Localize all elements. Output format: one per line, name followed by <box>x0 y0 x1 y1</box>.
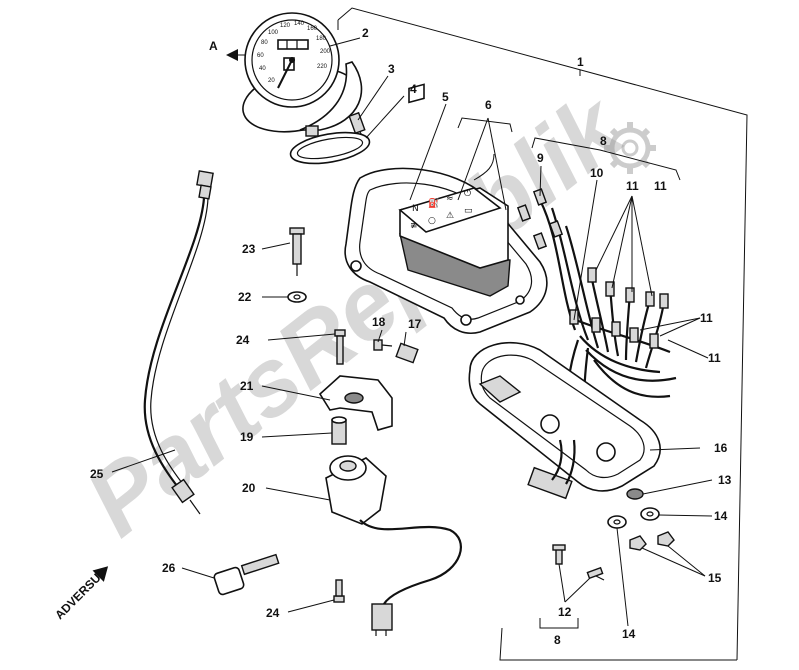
ignition-bracket <box>318 375 393 431</box>
callout-2: 2 <box>362 26 369 40</box>
callout-19: 19 <box>240 430 254 444</box>
neutral-icon: N <box>412 204 419 214</box>
bracket-8-top <box>531 137 681 181</box>
callout-5: 5 <box>442 90 449 104</box>
leader-lines <box>111 37 713 627</box>
callout-8-bottom: 8 <box>554 633 561 647</box>
speedometer-scale: 20 40 60 80 100 120 140 160 180 200 220 <box>257 21 331 84</box>
oil-icon: ≈ <box>446 194 454 204</box>
svg-text:80: 80 <box>261 40 268 46</box>
callout-15: 15 <box>708 571 722 585</box>
callout-18: 18 <box>372 315 386 329</box>
speedometer-cable <box>143 170 214 515</box>
bolt-24-lower <box>333 579 345 603</box>
gear-watermark-icon <box>604 122 656 174</box>
callout-11-d: 11 <box>654 179 667 193</box>
warning-light-panel: N ⛽ ≈ ⏻ ≢ ○ ⚠ ▭ <box>398 83 511 297</box>
washer-22 <box>287 291 307 303</box>
lamp-icon: ○ <box>428 216 436 226</box>
bracket-6 <box>457 117 513 133</box>
svg-text:40: 40 <box>259 66 266 72</box>
svg-text:200: 200 <box>320 49 331 55</box>
callout-21: 21 <box>240 379 254 393</box>
callout-4: 4 <box>410 82 417 96</box>
nut-15 <box>629 531 675 551</box>
arrow-left-icon <box>226 49 238 61</box>
callout-16: 16 <box>714 441 728 455</box>
callout-11-a: 11 <box>626 179 639 193</box>
callout-24-lower: 24 <box>266 606 280 620</box>
callout-13: 13 <box>718 473 732 487</box>
pin-17 <box>395 342 419 364</box>
callout-8-top: 8 <box>600 134 607 148</box>
speedometer: 20 40 60 80 100 120 140 160 180 200 220 <box>242 12 363 137</box>
callout-11-c: 11 <box>708 351 721 365</box>
svg-text:120: 120 <box>280 23 291 29</box>
grommet-13 <box>626 488 644 500</box>
fuel-icon: ⛽ <box>428 197 439 209</box>
orientation-arrow: ADVERSUS <box>52 565 109 622</box>
callout-labels: 1 2 3 4 5 6 8 9 10 11 11 11 11 23 22 24 … <box>90 26 732 647</box>
speedometer-gasket <box>289 131 371 165</box>
callout-23: 23 <box>242 242 256 256</box>
svg-text:20: 20 <box>268 78 275 84</box>
callout-9: 9 <box>537 151 544 165</box>
callout-26: 26 <box>162 561 176 575</box>
callout-6: 6 <box>485 98 492 112</box>
power-icon: ⏻ <box>464 188 471 199</box>
callout-11-b: 11 <box>700 311 713 325</box>
callout-22: 22 <box>238 290 252 304</box>
assembly-bracket-1 <box>337 7 748 661</box>
connector-block <box>527 439 576 500</box>
screw-23 <box>289 227 305 276</box>
warning-icons: N ⛽ ≈ ⏻ ≢ ○ ⚠ ▭ <box>408 83 473 231</box>
callout-3: 3 <box>388 62 395 76</box>
svg-text:220: 220 <box>317 64 328 70</box>
svg-text:60: 60 <box>257 53 264 59</box>
arrow-right-icon <box>92 566 109 582</box>
svg-text:160: 160 <box>307 26 318 32</box>
screw-18 <box>373 339 393 351</box>
callout-17: 17 <box>408 317 422 331</box>
spacer-19 <box>331 416 347 445</box>
lower-housing <box>468 341 661 492</box>
bolt-24-upper <box>334 329 346 365</box>
view-marker-label: A <box>209 39 218 53</box>
battery-icon: ▭ <box>464 206 473 216</box>
callout-14-bottom: 14 <box>622 627 636 641</box>
callout-25: 25 <box>90 467 104 481</box>
svg-text:140: 140 <box>294 21 305 27</box>
screw-12 <box>552 544 605 581</box>
bracket-8-bottom <box>539 618 579 629</box>
callout-24-upper: 24 <box>236 333 250 347</box>
callout-1: 1 <box>577 55 584 69</box>
callout-14-right: 14 <box>714 509 728 523</box>
svg-text:100: 100 <box>268 30 279 36</box>
warning-icon: ⚠ <box>446 211 454 221</box>
svg-text:180: 180 <box>316 36 327 42</box>
callout-12: 12 <box>558 605 572 619</box>
ignition-key <box>213 553 280 596</box>
washer-14 <box>607 507 660 529</box>
high-beam-icon: ≢ <box>410 221 418 231</box>
ignition-switch <box>325 455 462 636</box>
callout-10: 10 <box>590 166 604 180</box>
callout-20: 20 <box>242 481 256 495</box>
